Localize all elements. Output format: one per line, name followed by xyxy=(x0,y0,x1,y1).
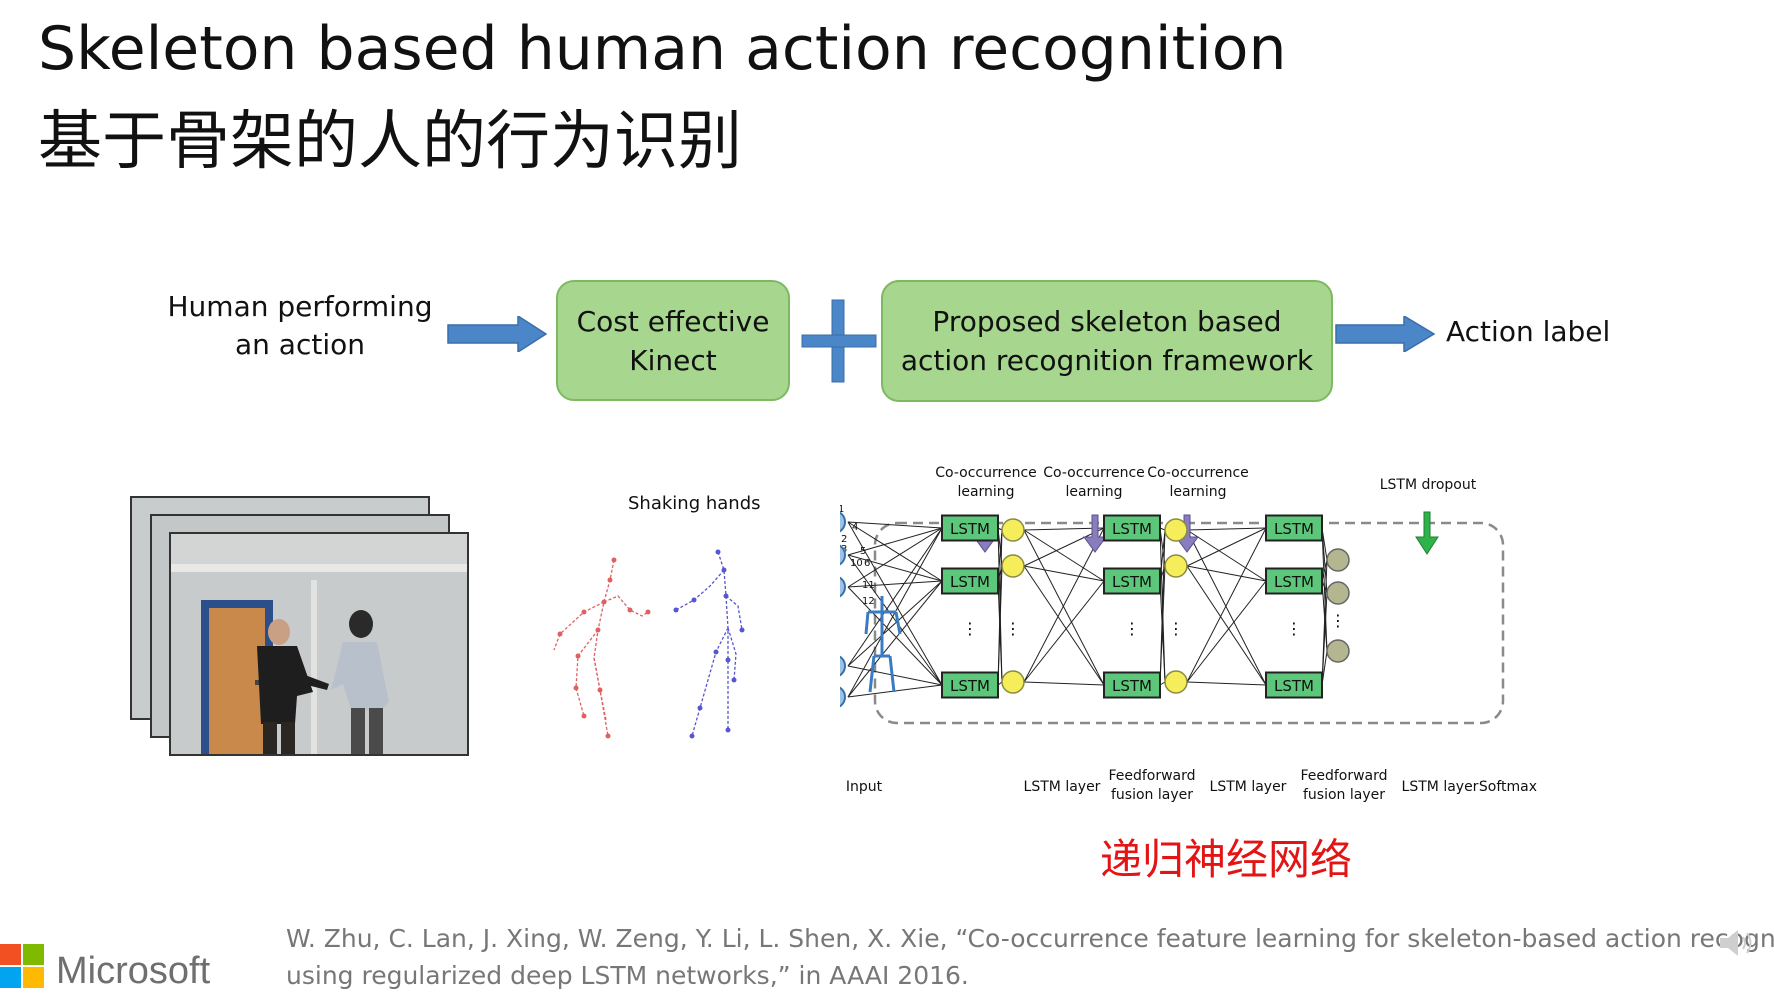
framework-box: Proposed skeleton based action recogniti… xyxy=(881,280,1333,402)
arrow-right-icon xyxy=(446,316,550,352)
flow-input-line2: an action xyxy=(160,326,440,364)
action-label-text: Action label xyxy=(1446,313,1626,351)
rnn-label: 递归神经网络 xyxy=(1100,826,1352,887)
top-label-3: Co-occurrence learning xyxy=(1130,464,1266,502)
slide-title-english: Skeleton based human action recognition xyxy=(38,14,1287,84)
bottom-label-fusion-2-line1: Feedforward xyxy=(1294,767,1394,786)
speaker-icon[interactable] xyxy=(1716,926,1756,960)
bottom-label-fusion-2: Feedforward fusion layer xyxy=(1294,767,1394,805)
skeleton-caption: Shaking hands xyxy=(628,493,761,514)
kinect-box: Cost effective Kinect xyxy=(556,280,790,401)
skeleton-handshake-figure xyxy=(548,540,768,745)
flow-input-line1: Human performing xyxy=(160,288,440,326)
bottom-label-input: Input xyxy=(834,778,894,797)
plus-icon xyxy=(800,298,878,384)
framework-box-line2: action recognition framework xyxy=(901,341,1313,380)
bottom-label-fusion-1-line1: Feedforward xyxy=(1102,767,1202,786)
citation-line2: using regularized deep LSTM networks,” i… xyxy=(286,957,1774,994)
microsoft-logo-icon xyxy=(0,944,46,990)
bottom-label-softmax: Softmax xyxy=(1468,778,1548,797)
kinect-box-line2: Kinect xyxy=(577,341,770,380)
bottom-label-fusion-2-line2: fusion layer xyxy=(1294,786,1394,805)
flow-input-text: Human performing an action xyxy=(160,288,440,364)
network-overlay: Co-occurrence learning Co-occurrence lea… xyxy=(840,460,1560,820)
bottom-label-fusion-1: Feedforward fusion layer xyxy=(1102,767,1202,805)
slide-title-chinese: 基于骨架的人的行为识别 xyxy=(38,90,742,182)
arrow-right-icon xyxy=(1334,316,1438,352)
video-frame-front xyxy=(169,532,469,756)
bottom-label-lstm-1: LSTM layer xyxy=(1014,778,1110,797)
top-label-4: LSTM dropout xyxy=(1370,476,1486,495)
handshake-photo xyxy=(171,534,469,756)
citation: W. Zhu, C. Lan, J. Xing, W. Zeng, Y. Li,… xyxy=(286,920,1774,994)
bottom-label-lstm-2: LSTM layer xyxy=(1200,778,1296,797)
top-label-3-line2: learning xyxy=(1130,483,1266,502)
citation-line1: W. Zhu, C. Lan, J. Xing, W. Zeng, Y. Li,… xyxy=(286,920,1774,957)
top-label-4-line1: LSTM dropout xyxy=(1370,476,1486,495)
microsoft-brand-text: Microsoft xyxy=(56,950,210,993)
bottom-label-fusion-1-line2: fusion layer xyxy=(1102,786,1202,805)
top-label-3-line1: Co-occurrence xyxy=(1130,464,1266,483)
framework-box-line1: Proposed skeleton based xyxy=(901,302,1313,341)
kinect-box-line1: Cost effective xyxy=(577,302,770,341)
